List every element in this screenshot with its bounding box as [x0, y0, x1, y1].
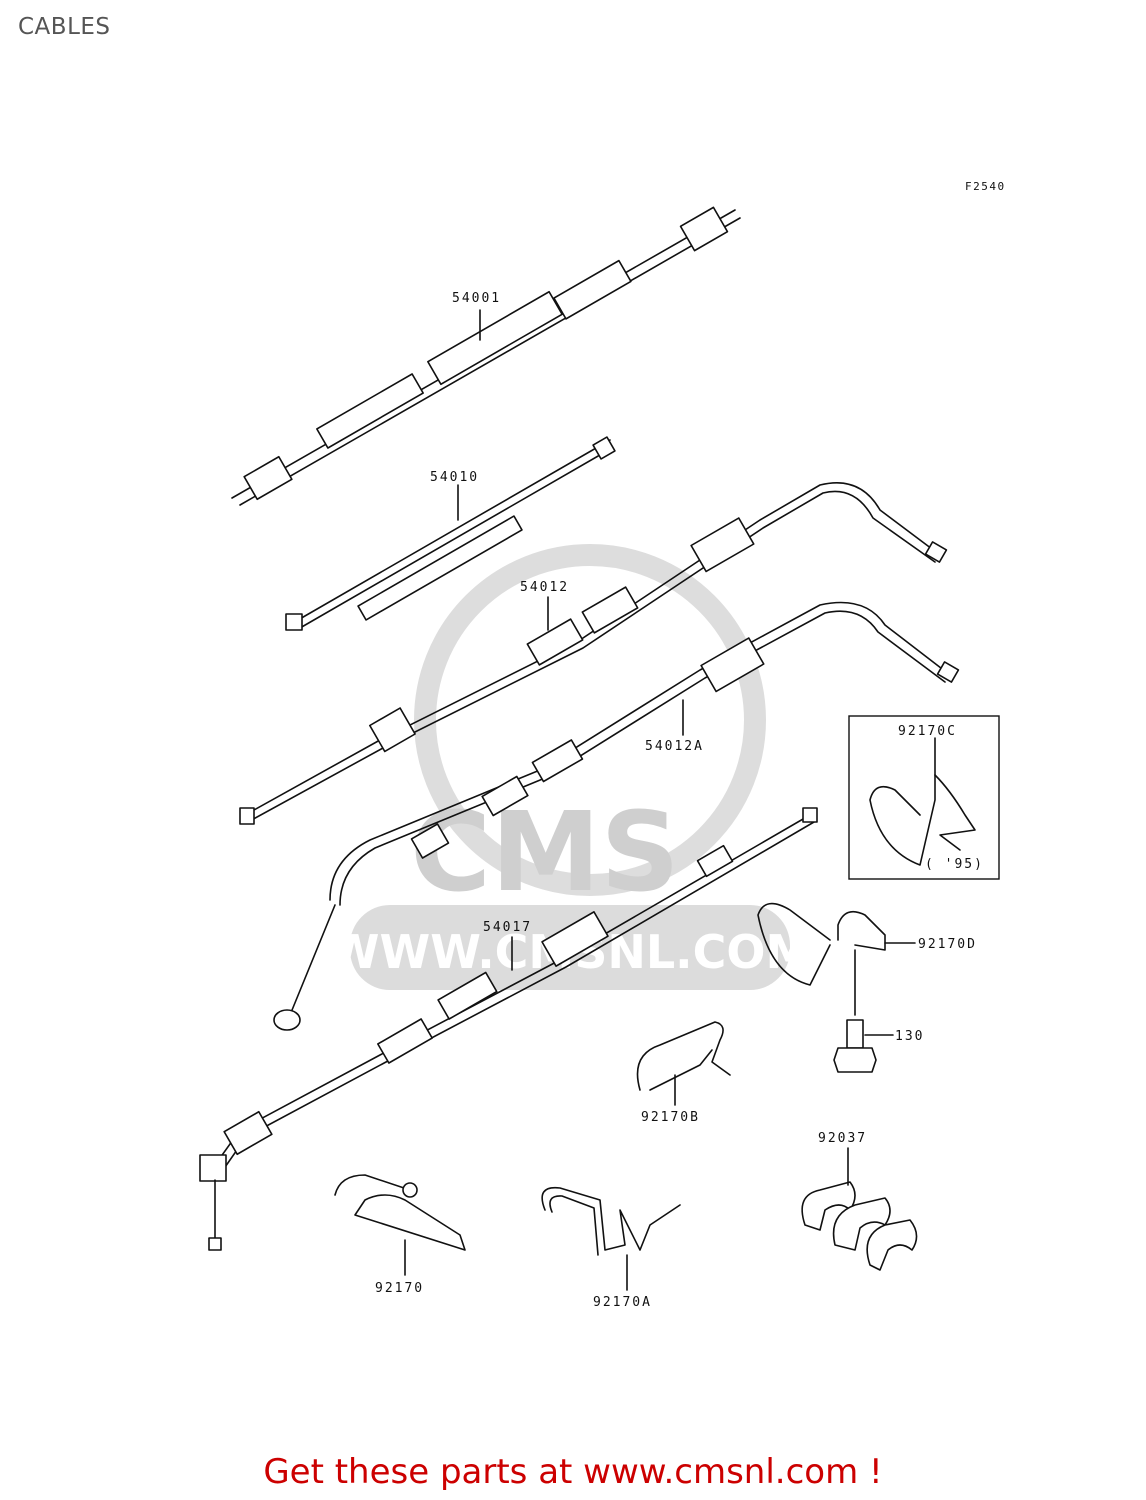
footer-cta-link[interactable]: Get these parts at www.cmsnl.com !: [263, 1452, 883, 1492]
label-92037: 92037: [818, 1131, 867, 1146]
part-54012-cable[interactable]: [239, 481, 948, 825]
part-92170C-inset[interactable]: [848, 715, 1000, 880]
part-92170-clip[interactable]: [334, 1174, 466, 1251]
part-54001-cable[interactable]: [231, 206, 741, 506]
label-92170A: 92170A: [593, 1295, 652, 1310]
label-54012: 54012: [520, 580, 569, 595]
part-54012A-cable[interactable]: [273, 601, 960, 1031]
label-54012A: 54012A: [645, 739, 704, 754]
page-title: CABLES: [18, 14, 111, 40]
label-92170D: 92170D: [918, 937, 977, 952]
part-92170D-clamp[interactable]: [757, 902, 886, 986]
label-92170C-note: ( '95): [925, 857, 984, 872]
part-92037-clamp[interactable]: [801, 1181, 918, 1271]
parts-diagram: CMS WWW.CMSNL.COM F2540 54001 54010 5401…: [199, 180, 1006, 1310]
part-92170B-clip[interactable]: [636, 1021, 731, 1091]
watermark-brand: CMS: [410, 788, 679, 916]
label-92170C: 92170C: [898, 724, 957, 739]
label-92170B: 92170B: [641, 1110, 700, 1125]
label-54010: 54010: [430, 470, 479, 485]
part-54017-cable[interactable]: [199, 807, 818, 1251]
part-54010-cable[interactable]: [285, 436, 616, 631]
label-54017: 54017: [483, 920, 532, 935]
figure-code: F2540: [965, 180, 1006, 193]
part-92170A-clip[interactable]: [541, 1186, 681, 1256]
part-130-bolt[interactable]: [833, 949, 877, 1073]
label-54001: 54001: [452, 291, 501, 306]
label-92170: 92170: [375, 1281, 424, 1296]
label-130: 130: [895, 1029, 924, 1044]
